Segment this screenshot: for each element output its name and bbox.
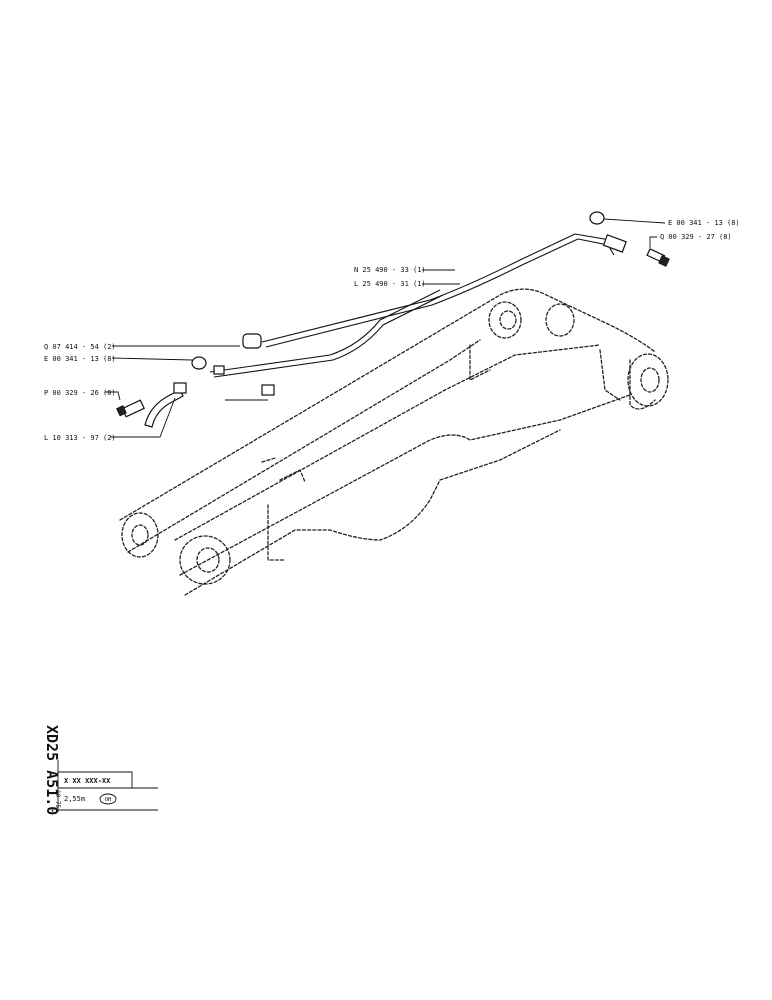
- hydraulic-pipe-lines: [209, 233, 619, 401]
- leader-lines: [105, 218, 666, 438]
- callout-e-00-341-13-left: E 00 341 - 13 (8): [44, 355, 116, 363]
- drawing-date: 10-75: [54, 790, 61, 808]
- part-bolt-right: [646, 248, 670, 267]
- part-number: X XX XXX-XX: [64, 777, 111, 785]
- boom-length: 2,55m: [64, 795, 85, 803]
- drawing-code: XD25 A51.0: [43, 725, 61, 815]
- callout-q-07-414-54: Q 07 414 - 54 (2): [44, 343, 116, 351]
- option-badge: OH: [105, 797, 112, 803]
- callout-q-00-329-27: Q 00 329 - 27 (8): [660, 233, 732, 241]
- title-block: XD25 A51.0 10-75 X XX XXX-XX 2,55m OH: [43, 725, 158, 815]
- part-fitting-right: [589, 211, 627, 253]
- boom-outline: [119, 288, 669, 596]
- part-elbow-hose: [144, 382, 187, 428]
- callout-p-00-329-26: P 00 329 - 26 (8): [44, 389, 116, 397]
- callout-n-25-490-33: N 25 490 - 33 (1): [354, 266, 426, 274]
- part-bolt-left: [116, 399, 145, 418]
- callout-l-25-490-31: L 25 490 - 31 (1): [354, 280, 426, 288]
- option-badge-outline: [99, 793, 117, 805]
- callout-e-00-341-13-right: E 00 341 - 13 (8): [668, 219, 740, 227]
- callout-l-10-313-97: L 10 313 - 97 (2): [44, 434, 116, 442]
- part-coupling-left: [191, 333, 275, 396]
